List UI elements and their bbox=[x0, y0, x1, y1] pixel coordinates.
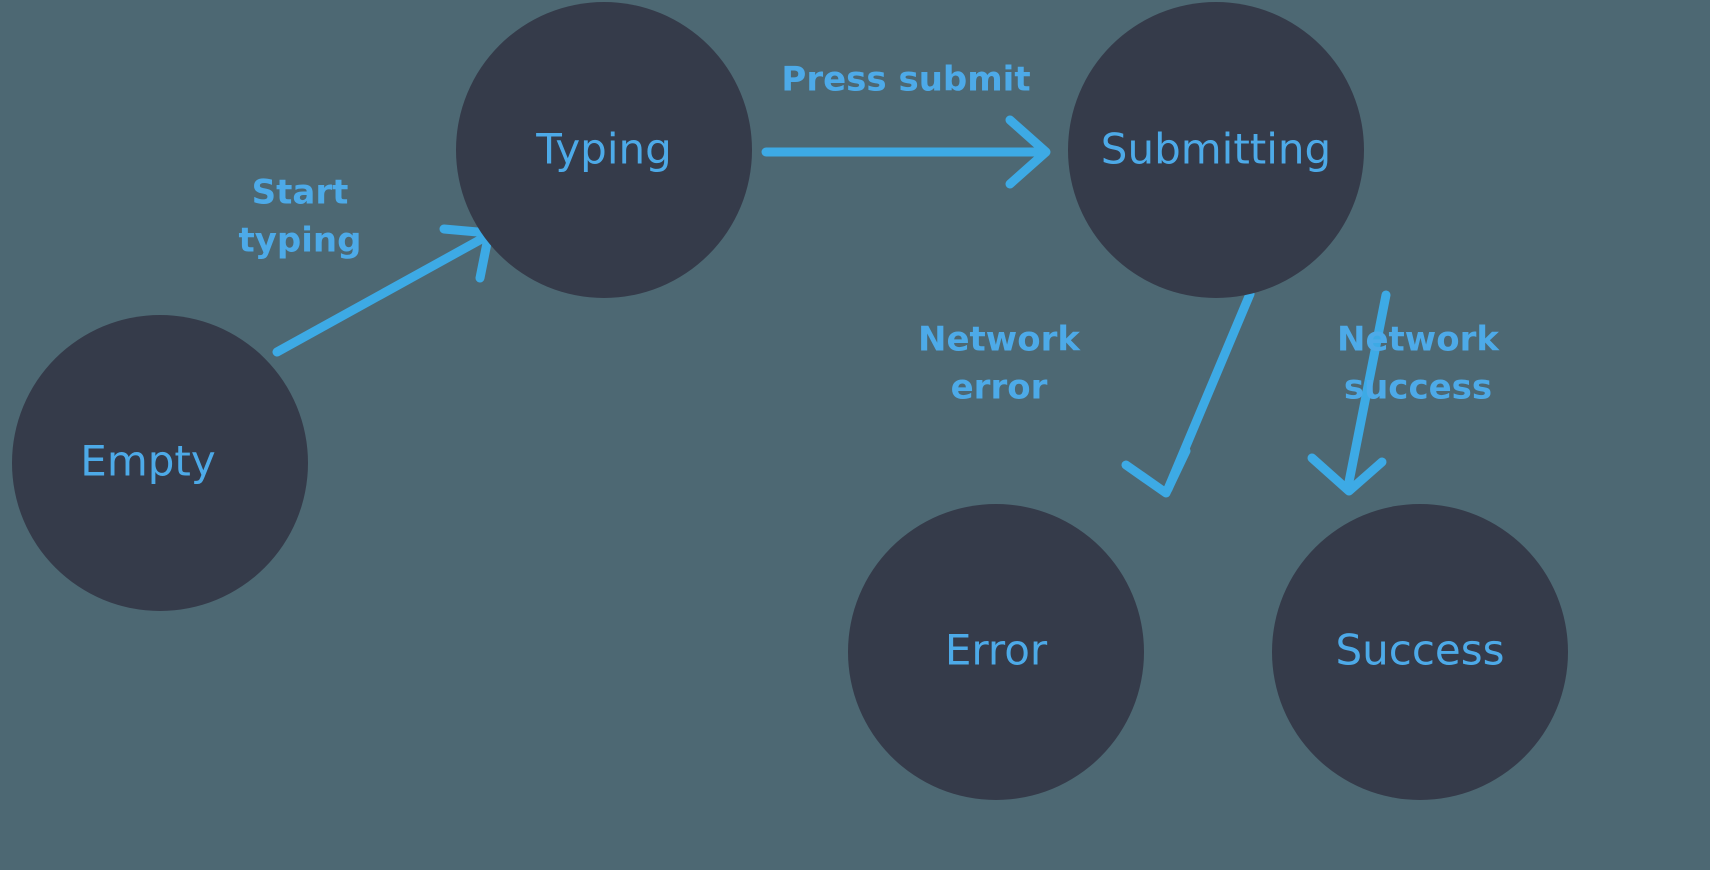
edge-label-press-submit-line1: Press submit bbox=[781, 60, 1030, 100]
edge-label-network-success-line2: success bbox=[1344, 368, 1492, 408]
state-node-typing-label: Typing bbox=[535, 125, 672, 174]
state-node-success-label: Success bbox=[1335, 626, 1504, 675]
edge-label-network-error: Network error bbox=[918, 320, 1081, 408]
edge-label-start-typing-line2: typing bbox=[239, 221, 362, 261]
state-node-typing-circle[interactable] bbox=[456, 2, 752, 298]
edge-typing-to-submitting bbox=[761, 115, 1051, 189]
state-node-empty-circle[interactable] bbox=[12, 315, 308, 611]
edge-empty-to-typing-line bbox=[272, 231, 492, 357]
state-node-submitting-label: Submitting bbox=[1101, 125, 1331, 174]
edge-label-network-success: Network success bbox=[1337, 320, 1500, 408]
state-node-empty[interactable]: Empty bbox=[12, 315, 308, 611]
state-node-error[interactable]: Error bbox=[848, 504, 1144, 800]
state-node-empty-label: Empty bbox=[80, 437, 215, 486]
edge-submitting-to-error-arrowhead-icon bbox=[1121, 446, 1191, 498]
state-node-error-circle[interactable] bbox=[848, 504, 1144, 800]
edge-submitting-to-success bbox=[1307, 290, 1391, 496]
edge-submitting-to-error bbox=[1121, 289, 1255, 498]
edge-label-press-submit: Press submit bbox=[781, 60, 1030, 100]
edge-submitting-to-success-arrowhead-icon bbox=[1307, 453, 1387, 496]
edge-label-network-success-line1: Network bbox=[1337, 320, 1500, 360]
edge-label-start-typing: Start typing bbox=[239, 173, 362, 261]
edge-label-start-typing-line1: Start bbox=[252, 173, 349, 213]
edge-typing-to-submitting-arrowhead-icon bbox=[1005, 115, 1051, 189]
state-node-submitting[interactable]: Submitting bbox=[1068, 2, 1364, 298]
state-node-error-label: Error bbox=[945, 626, 1048, 675]
edge-label-network-error-line2: error bbox=[951, 368, 1048, 408]
state-node-typing[interactable]: Typing bbox=[456, 2, 752, 298]
state-node-success[interactable]: Success bbox=[1272, 504, 1568, 800]
state-node-success-circle[interactable] bbox=[1272, 504, 1568, 800]
edge-submitting-to-success-line bbox=[1343, 290, 1391, 492]
state-node-submitting-circle[interactable] bbox=[1068, 2, 1364, 298]
edge-label-network-error-line1: Network bbox=[918, 320, 1081, 360]
